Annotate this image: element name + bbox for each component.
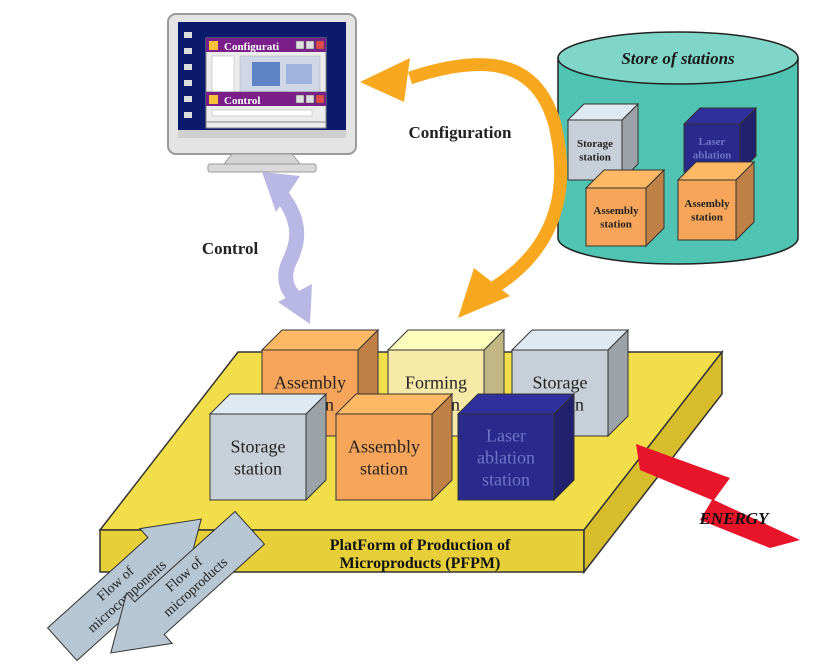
platform-station-6-label-line-3: station bbox=[482, 469, 530, 489]
platform-title-line-1: PlatForm of Production of bbox=[330, 537, 511, 554]
platform-station-6-label-line-2: ablation bbox=[477, 447, 535, 467]
platform-station-5-label-line-1: Assembly bbox=[348, 436, 420, 456]
store-station-2-label-line-1: Laser bbox=[699, 136, 726, 148]
computer-monitor: Configurati Control bbox=[167, 13, 357, 173]
store-station-3-label-line-2: station bbox=[600, 219, 632, 231]
control-window-title: Control bbox=[224, 95, 260, 107]
configuration-arrow bbox=[360, 58, 568, 318]
platform-stations: AssemblystationFormingstationStoragestat… bbox=[208, 328, 630, 502]
store-station-2[interactable]: Laser ablation bbox=[682, 106, 758, 174]
control-label: Control bbox=[202, 239, 259, 258]
platform-station-1-label-line-1: Assembly bbox=[274, 372, 346, 392]
store-station-3-label-line-1: Assembly bbox=[593, 205, 639, 217]
platform-station-3-label-line-1: Storage bbox=[533, 372, 588, 392]
control-arrow bbox=[262, 172, 312, 324]
store-station-3[interactable]: Assembly station bbox=[584, 168, 666, 248]
platform-station-4-label-line-2: station bbox=[234, 458, 282, 478]
energy-label: ENERGY bbox=[699, 509, 771, 528]
platform-title-line-2: Microproducts (PFPM) bbox=[340, 555, 501, 572]
store-title: Store of stations bbox=[621, 49, 735, 68]
store-station-1-label-line-2: station bbox=[579, 152, 611, 164]
control-window[interactable]: Control bbox=[205, 91, 327, 123]
platform-station-4-label-line-1: Storage bbox=[231, 436, 286, 456]
store-station-4-label-line-1: Assembly bbox=[684, 198, 730, 210]
energy-bolt-icon bbox=[636, 444, 800, 548]
store-station-2-label-line-2: ablation bbox=[693, 150, 732, 162]
store-station-4-label-line-2: station bbox=[691, 212, 723, 224]
store-station-1[interactable]: Storage station bbox=[566, 102, 640, 182]
configuration-label: Configuration bbox=[409, 123, 513, 142]
store-station-1-label-line-1: Storage bbox=[577, 138, 613, 150]
platform-station-2-label-line-1: Forming bbox=[405, 372, 467, 392]
configuration-window-title: Configurati bbox=[224, 41, 279, 53]
store-station-4[interactable]: Assembly station bbox=[676, 160, 756, 242]
platform-station-5-label-line-2: station bbox=[360, 458, 408, 478]
platform-station-6-label-line-1: Laser bbox=[486, 425, 526, 445]
